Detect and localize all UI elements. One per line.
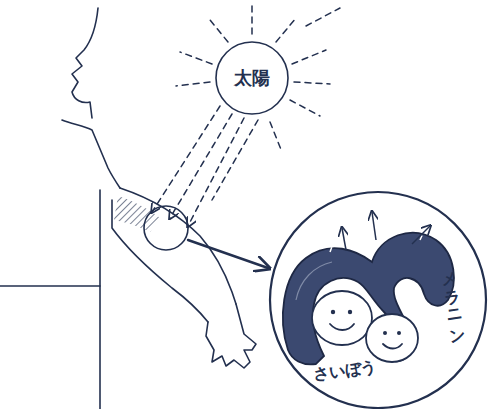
cell-label: さいぼう	[312, 357, 378, 387]
cell	[312, 291, 418, 362]
melanin-shape	[283, 233, 454, 365]
zoom-content	[283, 196, 454, 364]
sun-rays	[152, 6, 340, 226]
person-figure	[0, 8, 268, 409]
reflect-arrow	[342, 212, 430, 250]
melanin-label: メラニン	[436, 260, 467, 338]
sun-label: 太陽	[234, 66, 270, 90]
cell-face	[331, 310, 401, 335]
reflected-ray	[330, 196, 440, 252]
zoom-circle: メラニンさいぼう	[269, 191, 487, 409]
sun-circle: 太陽	[215, 41, 289, 115]
